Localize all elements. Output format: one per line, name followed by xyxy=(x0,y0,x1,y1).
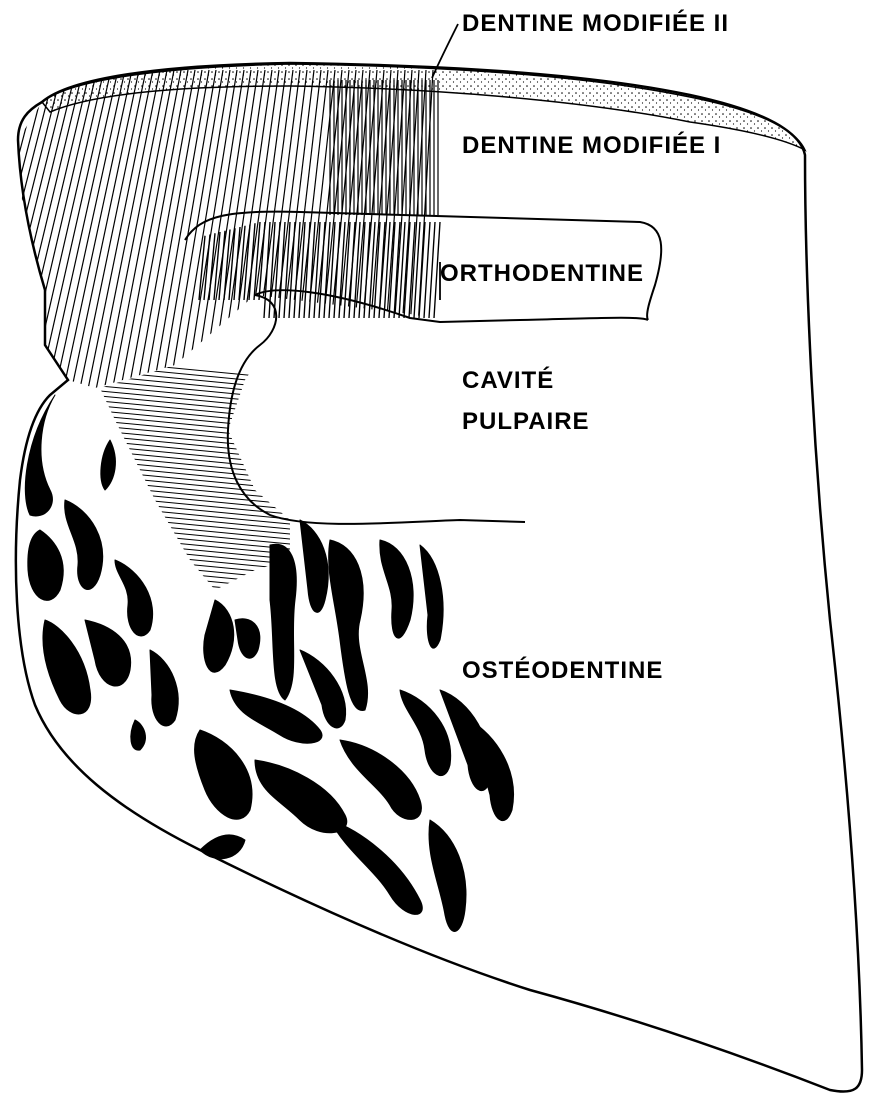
hatch-line xyxy=(0,70,20,400)
label-dentine-modifiee-1: DENTINE MODIFIÉE I xyxy=(462,130,721,161)
label-osteodentine: OSTÉODENTINE xyxy=(462,655,663,686)
label-cavite-line1: CAVITÉ xyxy=(462,365,590,396)
label-orthodentine: ORTHODENTINE xyxy=(440,258,644,289)
label-cavite-pulpaire: CAVITÉ PULPAIRE xyxy=(462,365,590,437)
label-cavite-line2: PULPAIRE xyxy=(462,406,590,437)
label-dentine-modifiee-2: DENTINE MODIFIÉE II xyxy=(462,8,729,39)
